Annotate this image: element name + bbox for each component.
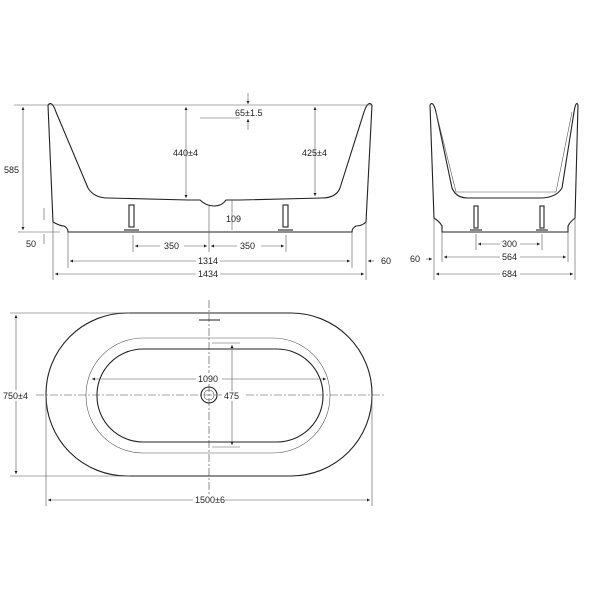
front-view: 585 440±4 425±4 65±1.5 109 50 350 350 13… (4, 93, 391, 280)
front-leg-right (278, 204, 293, 231)
top-basin (96, 348, 324, 443)
front-outer-shell (47, 104, 373, 233)
side-leg-left (470, 205, 482, 231)
dim-overflow-label: 65±1.5 (235, 108, 262, 118)
dim-top-width-label: 750±4 (3, 391, 28, 401)
dim-rim-offset-label: 60 (381, 256, 391, 266)
dim-top-length-label: 1500±6 (195, 495, 225, 505)
top-inner-rim (85, 337, 331, 454)
side-leg-right (536, 205, 548, 231)
dim-side-rim-offset-label: 60 (410, 254, 420, 264)
dim-drain-height-label: 109 (226, 214, 241, 224)
dim-leg-right-label: 350 (240, 241, 255, 251)
side-view: 300 564 684 60 (410, 103, 579, 280)
dim-depth-center-label: 440±4 (173, 148, 198, 158)
front-inner-basin (47, 103, 373, 207)
dim-base-length-label: 1314 (198, 256, 218, 266)
dim-depth-side-label: 425±4 (302, 148, 327, 158)
dim-inner-length-label: 1090 (198, 374, 218, 384)
dim-height-label: 585 (4, 165, 19, 175)
dim-base-step-label: 50 (26, 239, 36, 249)
side-inner-basin (429, 103, 579, 199)
dim-inner-width-label: 475 (224, 391, 239, 401)
dim-leg-left-label: 350 (164, 241, 179, 251)
front-leg-left (124, 204, 139, 231)
dim-leg-spacing-label: 300 (502, 239, 517, 249)
dim-overall-length-label: 1434 (198, 269, 218, 279)
top-view: 1090 475 750±4 1500±6 (2, 300, 385, 506)
dim-base-width-label: 564 (502, 252, 517, 262)
drain-icon (200, 386, 218, 404)
dim-overall-width-label: 684 (502, 269, 517, 279)
side-outer-shell (429, 104, 579, 233)
